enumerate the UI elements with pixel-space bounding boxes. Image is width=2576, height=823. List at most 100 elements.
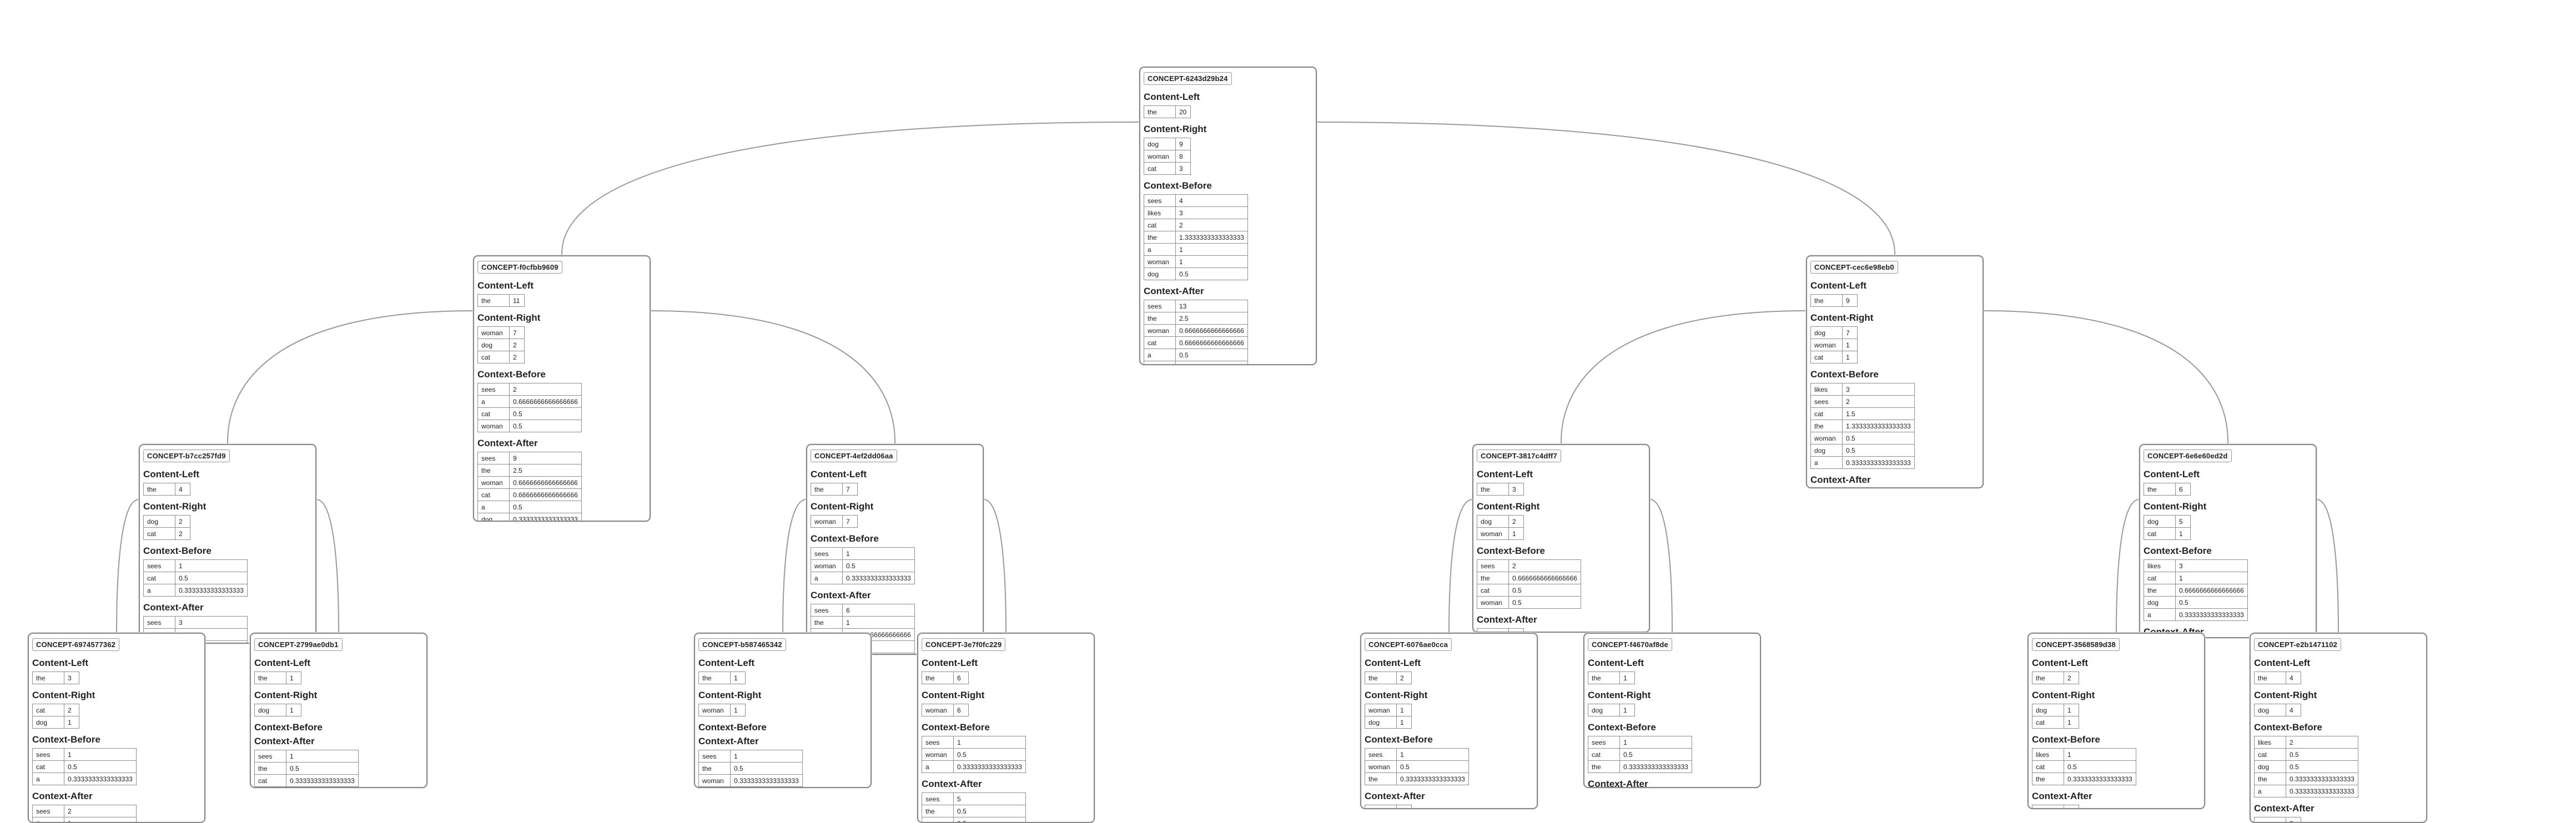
feature-key: cat (143, 572, 175, 584)
feature-key: woman (1144, 324, 1176, 337)
section-title: Content-Right (254, 690, 318, 700)
table-row: a0.5 (922, 817, 1026, 822)
feature-key: the (2032, 772, 2064, 785)
feature-value: 1 (64, 716, 79, 729)
section-title: Context-Before (1477, 546, 1545, 556)
feature-key: the (1144, 231, 1176, 244)
tree-edge (782, 499, 807, 633)
feature-key: the (698, 762, 731, 775)
section-title: Context-After (32, 791, 93, 801)
feature-key: the (32, 671, 64, 684)
feature-key: dog (32, 716, 64, 729)
feature-key: the (2032, 671, 2064, 684)
feature-value: 11 (509, 294, 525, 307)
section-title: Context-After (2254, 803, 2315, 814)
section-title: Content-Right (1365, 690, 1428, 700)
section-title: Content-Left (922, 658, 978, 668)
tree-edge (2116, 499, 2140, 633)
feature-value: 1 (1175, 255, 1248, 268)
feature-key: woman (1477, 527, 1509, 540)
section-title: Context-Before (477, 369, 546, 380)
concept-id-label: CONCEPT-e2b1471102 (2254, 638, 2342, 651)
feature-value: 1 (64, 817, 137, 822)
feature-key: cat (2254, 748, 2286, 761)
feature-value: 9 (509, 452, 582, 464)
section-title: Content-Left (2032, 658, 2089, 668)
concept-id-label: CONCEPT-3817c4dff7 (1477, 450, 1561, 462)
tree-edge (1448, 499, 1473, 633)
feature-value: 1.3333333333333333 (1842, 420, 1915, 432)
feature-value: 2 (1508, 515, 1524, 528)
feature-key: sees (1144, 194, 1176, 207)
feature-key: cat (32, 704, 64, 716)
tree-edge (561, 122, 1140, 256)
feature-value: 0.5 (953, 748, 1026, 761)
feature-value: 0.5 (1508, 596, 1581, 609)
feature-key: dog (2254, 760, 2286, 773)
section-title: Content-Left (254, 658, 311, 668)
section-title: Context-Before (2144, 546, 2212, 556)
section-title: Content-Left (32, 658, 89, 668)
section-title: Content-Right (32, 690, 95, 700)
feature-key: dog (2032, 704, 2064, 716)
feature-key: sees (477, 383, 510, 396)
feature-value: 0.6666666666666666 (509, 395, 582, 408)
feature-value: 1 (175, 559, 248, 572)
feature-key: the (32, 817, 64, 822)
section-title: Content-Left (2144, 469, 2200, 479)
feature-value: 6 (2175, 483, 2191, 496)
feature-key: cat (1477, 584, 1509, 597)
feature-key: likes (1810, 383, 1843, 396)
section-title: Content-Left (1588, 658, 1644, 668)
feature-key: cat (32, 760, 64, 773)
section-title: Content-Right (1477, 501, 1540, 512)
section-title: Content-Right (1588, 690, 1651, 700)
feature-value: 1 (953, 736, 1026, 749)
feature-key: the (1810, 294, 1843, 307)
feature-key: cat (477, 351, 510, 363)
feature-key: woman (1810, 339, 1843, 351)
feature-key: a (922, 817, 954, 822)
feature-value: 2 (64, 704, 79, 716)
feature-value: 2.5 (509, 464, 582, 477)
feature-value: 0.3333333333333333 (64, 772, 137, 785)
feature-value: 0.3333333333333333 (730, 774, 803, 787)
feature-key: woman (922, 748, 954, 761)
section-title: Content-Left (2254, 658, 2311, 668)
